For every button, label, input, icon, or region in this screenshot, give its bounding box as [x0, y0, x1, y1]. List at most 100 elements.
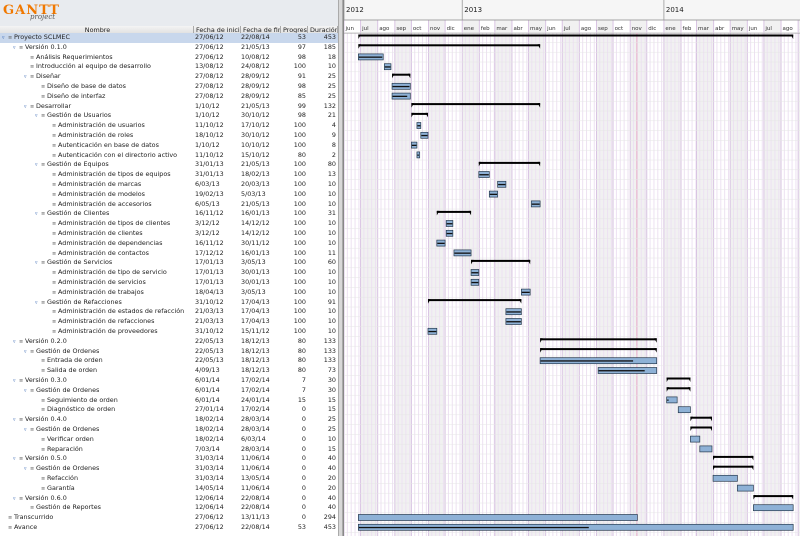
task-name-cell[interactable]: ≡Autenticación en base de datos: [0, 141, 193, 152]
task-name-cell[interactable]: ≡Análisis Requerimientos: [0, 53, 193, 64]
task-name-cell[interactable]: ▿≡Gestión de Equipos: [0, 160, 193, 171]
panel-splitter[interactable]: [338, 0, 343, 536]
task-name-cell[interactable]: ▿≡Proyecto SCLMEC: [0, 33, 193, 44]
task-name-cell[interactable]: ≡Administración de refacciones: [0, 317, 193, 328]
task-name-cell[interactable]: ▿≡Diseñar: [0, 72, 193, 83]
task-name-cell[interactable]: ≡Diseño de base de datos: [0, 82, 193, 93]
expand-toggle-icon[interactable]: ▿: [35, 162, 38, 169]
task-name-cell[interactable]: ≡Administración de clientes: [0, 229, 193, 240]
task-name-cell[interactable]: ▿≡Gestión de Ordenes: [0, 464, 193, 475]
expand-toggle-icon[interactable]: ▿: [13, 44, 16, 51]
task-name-cell[interactable]: ▿≡Gestión de Ordenes: [0, 386, 193, 397]
expand-toggle-icon[interactable]: ▿: [24, 74, 27, 81]
expand-toggle-icon[interactable]: ▿: [24, 103, 27, 110]
task-name-cell[interactable]: ≡Entrada de orden: [0, 356, 193, 367]
task-name-cell[interactable]: ≡Administración de tipos de clientes: [0, 219, 193, 230]
expand-toggle-icon[interactable]: ▿: [35, 211, 38, 218]
task-name-cell[interactable]: ▿≡Desarrollar: [0, 102, 193, 113]
task-name-cell[interactable]: ≡Administración de proveedores: [0, 327, 193, 338]
task-name-cell[interactable]: ≡Administración de contactos: [0, 249, 193, 260]
expand-toggle-icon[interactable]: ▿: [24, 466, 27, 473]
task-name-cell[interactable]: ≡Administración de trabajos: [0, 288, 193, 299]
expand-toggle-icon[interactable]: ▿: [13, 378, 16, 384]
task-name-cell[interactable]: ▿≡Versión 0.1.0: [0, 43, 193, 54]
task-name-cell[interactable]: ≡Administración de marcas: [0, 180, 193, 191]
expand-toggle-icon[interactable]: ▿: [13, 417, 16, 424]
expand-toggle-icon[interactable]: ▿: [13, 456, 16, 463]
task-name-cell[interactable]: ≡Administración de tipo de servicio: [0, 268, 193, 279]
task-name-cell[interactable]: ▿≡Versión 0.2.0: [0, 337, 193, 348]
task-name-cell[interactable]: ▿≡Versión 0.6.0: [0, 494, 193, 505]
expand-toggle-icon[interactable]: ▿: [35, 113, 38, 120]
task-name-cell[interactable]: ≡Diagnóstico de orden: [0, 405, 193, 416]
task-name-cell[interactable]: ▿≡Versión 0.4.0: [0, 415, 193, 426]
expand-toggle-icon[interactable]: ▿: [24, 348, 27, 355]
expand-toggle-icon[interactable]: ▿: [13, 338, 16, 345]
column-header-progress[interactable]: Progreso: [283, 26, 308, 35]
expand-toggle-icon[interactable]: ▿: [2, 35, 5, 41]
task-name-cell[interactable]: ▿≡Gestión de Servicios: [0, 258, 193, 269]
task-name-cell[interactable]: ≡Seguimiento de orden: [0, 396, 193, 407]
task-name-cell[interactable]: ▿≡Gestión de Ordenes: [0, 425, 193, 436]
column-header-name[interactable]: Nombre: [0, 26, 194, 35]
task-name-cell[interactable]: ≡Garantía: [0, 484, 193, 495]
task-name-cell[interactable]: ≡Administración de modelos: [0, 190, 193, 201]
task-name-cell[interactable]: ≡Administración de tipos de equipos: [0, 170, 193, 181]
task-name-cell[interactable]: ≡Administración de servicios: [0, 278, 193, 289]
task-name-cell[interactable]: ≡Avance: [0, 523, 193, 534]
task-name-cell[interactable]: ≡Refacción: [0, 474, 193, 485]
task-name-cell[interactable]: ≡Administración de usuarios: [0, 121, 193, 132]
task-name-cell[interactable]: ▿≡Versión 0.3.0: [0, 376, 193, 387]
expand-toggle-icon[interactable]: ▿: [13, 495, 16, 502]
task-name-cell[interactable]: ≡Introducción al equipo de desarrollo: [0, 62, 193, 73]
task-name-cell[interactable]: ≡Salida de orden: [0, 366, 193, 377]
expand-toggle-icon[interactable]: ▿: [24, 427, 27, 433]
column-header-start[interactable]: Fecha de inicio: [196, 26, 241, 35]
expand-toggle-icon[interactable]: ▿: [35, 260, 38, 267]
task-name-cell[interactable]: ≡Gestión de Reportes: [0, 503, 193, 514]
task-name-cell[interactable]: ≡Diseño de interfaz: [0, 92, 193, 103]
task-name-cell[interactable]: ≡Reparación: [0, 445, 193, 456]
task-name-cell[interactable]: ≡Administración de accesorios: [0, 200, 193, 211]
